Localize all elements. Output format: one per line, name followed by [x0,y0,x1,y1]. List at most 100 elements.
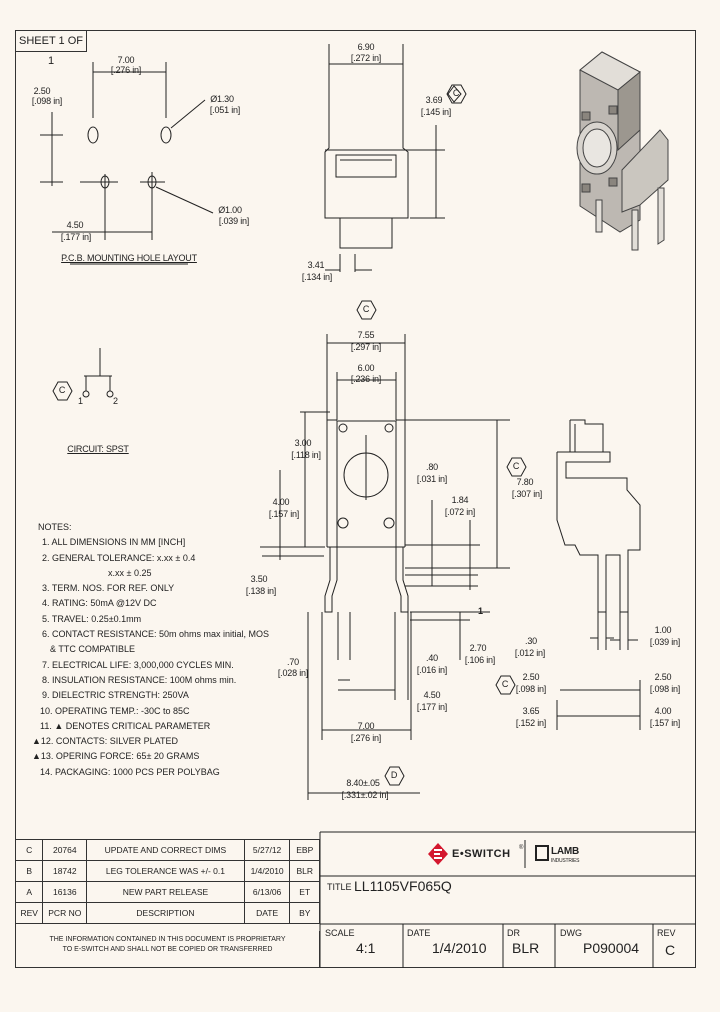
cell: C [14,839,44,861]
dim-inch: [.307 in] [511,489,543,499]
dim-inch: [.177 in] [416,702,448,712]
critical-markers [447,85,462,103]
part-title: LL1105VF065Q [354,878,452,894]
cell: UPDATE AND CORRECT DIMS [86,839,245,861]
header-cell: BY [289,902,320,924]
rev-label: REV [657,928,676,938]
note-line: 11. ▲ DENOTES CRITICAL PARAMETER [40,720,211,731]
dim-inch: [.297 in] [350,342,382,352]
dim: 2.70 [469,643,487,653]
dim: .30 [525,636,537,646]
critical-letter: C [362,304,370,314]
note-line: 10. OPERATING TEMP.: -30C to 85C [40,705,190,716]
dim-inch: [.145 in] [420,107,452,117]
circuit-caption: CIRCUIT: SPST [67,444,129,454]
dim-inch: [.118 in] [291,450,321,460]
note-line: 1. ALL DIMENSIONS IN MM [INCH] [42,537,186,548]
critical-letter: C [452,88,460,98]
dim-inch: [.072 in] [444,507,476,517]
dim-inch: [.177 in] [60,232,92,242]
cell: NEW PART RELEASE [86,881,245,903]
date-label: DATE [407,928,431,938]
pin-label: 1 [78,396,83,406]
dim-inch: [.138 in] [245,586,277,596]
table-row: C 20764 UPDATE AND CORRECT DIMS 5/27/12 … [14,839,320,861]
dim: 6.90 [357,42,375,52]
dim: 8.40±.05 [346,778,380,788]
drawn-by-label: DR [507,928,520,938]
circuit-symbol [82,348,114,398]
cell: 16136 [42,881,88,903]
pin-label: 2 [113,396,118,406]
hex-marker [384,766,405,786]
drawing-frame [15,30,696,968]
confidentiality-notice: THE INFORMATION CONTAINED IN THIS DOCUME… [15,931,320,968]
dim-inch: [.152 in] [515,718,547,728]
hex-marker [52,381,73,401]
dim: 4.00 [654,706,672,716]
cell: EBP [289,839,320,861]
dim: 2.50 [654,672,672,682]
scale-value: 4:1 [356,940,376,956]
dim: .80 [426,462,438,472]
note-line: 4. RATING: 50mA @12V DC [42,598,157,609]
eswitch-brand: E•SWITCH [452,848,511,860]
dim: 4.50 [66,220,84,230]
callout-number: 1 [478,606,483,616]
note-line: & TTC COMPATIBLE [50,644,136,655]
dim-inch: [.236 in] [350,374,382,384]
cell: 1/4/2010 [243,860,291,882]
dim: .40 [426,653,438,663]
title-label: TITLE [327,882,352,892]
dim: 7.00 [117,55,135,65]
lamb-sub: INDUSTRIES [551,858,580,864]
dim-inch: [.031 in] [416,474,448,484]
dim-inch: [.157 in] [649,718,681,728]
eswitch-mark [428,843,448,865]
dim: 1.84 [451,495,469,505]
cell: ET [289,881,320,903]
note-line: x.xx ± 0.25 [108,567,152,578]
pcb-layout [40,62,214,265]
critical-letter: C [512,461,520,471]
table-row: A 16136 NEW PART RELEASE 6/13/06 ET [14,881,320,903]
dim-inch: [.331±.02 in] [341,790,389,800]
dim: 4.50 [423,690,441,700]
dim: 1.00 [654,625,672,635]
dim: 3.00 [294,438,312,448]
side-view [324,44,445,272]
pcb-caption: P.C.B. MOUNTING HOLE LAYOUT [61,253,197,263]
hex-marker [495,675,516,695]
hex-marker [446,84,467,104]
drawn-by-value: BLR [512,940,540,956]
note-line: 14. PACKAGING: 1000 PCS PER POLYBAG [40,766,220,777]
dim-inch: [.157 in] [268,509,300,519]
dim-inch: [.276 in] [350,733,382,743]
dim: 3.41 [307,260,325,270]
hex-marker [506,457,527,477]
note-line: 8. INSULATION RESISTANCE: 100M ohms min. [42,674,237,685]
notes-block: NOTES: 1. ALL DIMENSIONS IN MM [INCH] 2.… [32,520,269,780]
dim: .70 [287,657,299,667]
dim: 3.65 [522,706,540,716]
sheet-label: SHEET 1 OF 1 [15,30,87,67]
dim-inch: [.028 in] [277,668,309,678]
note-line: ▲12. CONTACTS: SILVER PLATED [32,736,178,747]
header-cell: DESCRIPTION [86,902,245,924]
dim-inch: [.098 in] [31,96,63,106]
table-header-row: REV PCR NO DESCRIPTION DATE BY [14,902,320,924]
dim-inch: [.039 in] [649,637,681,647]
note-line: 9. DIELECTRIC STRENGTH: 250VA [42,690,189,701]
cell: 6/13/06 [243,881,291,903]
cell: B [14,860,44,882]
hex-marker [356,300,377,320]
cell: BLR [289,860,320,882]
part-render [576,51,669,251]
dim: 2.50 [522,672,540,682]
critical-letter: C [58,385,66,395]
dim-inch: [.039 in] [218,216,250,226]
dim-inch: [.134 in] [301,272,333,282]
right-side-view [556,419,641,730]
